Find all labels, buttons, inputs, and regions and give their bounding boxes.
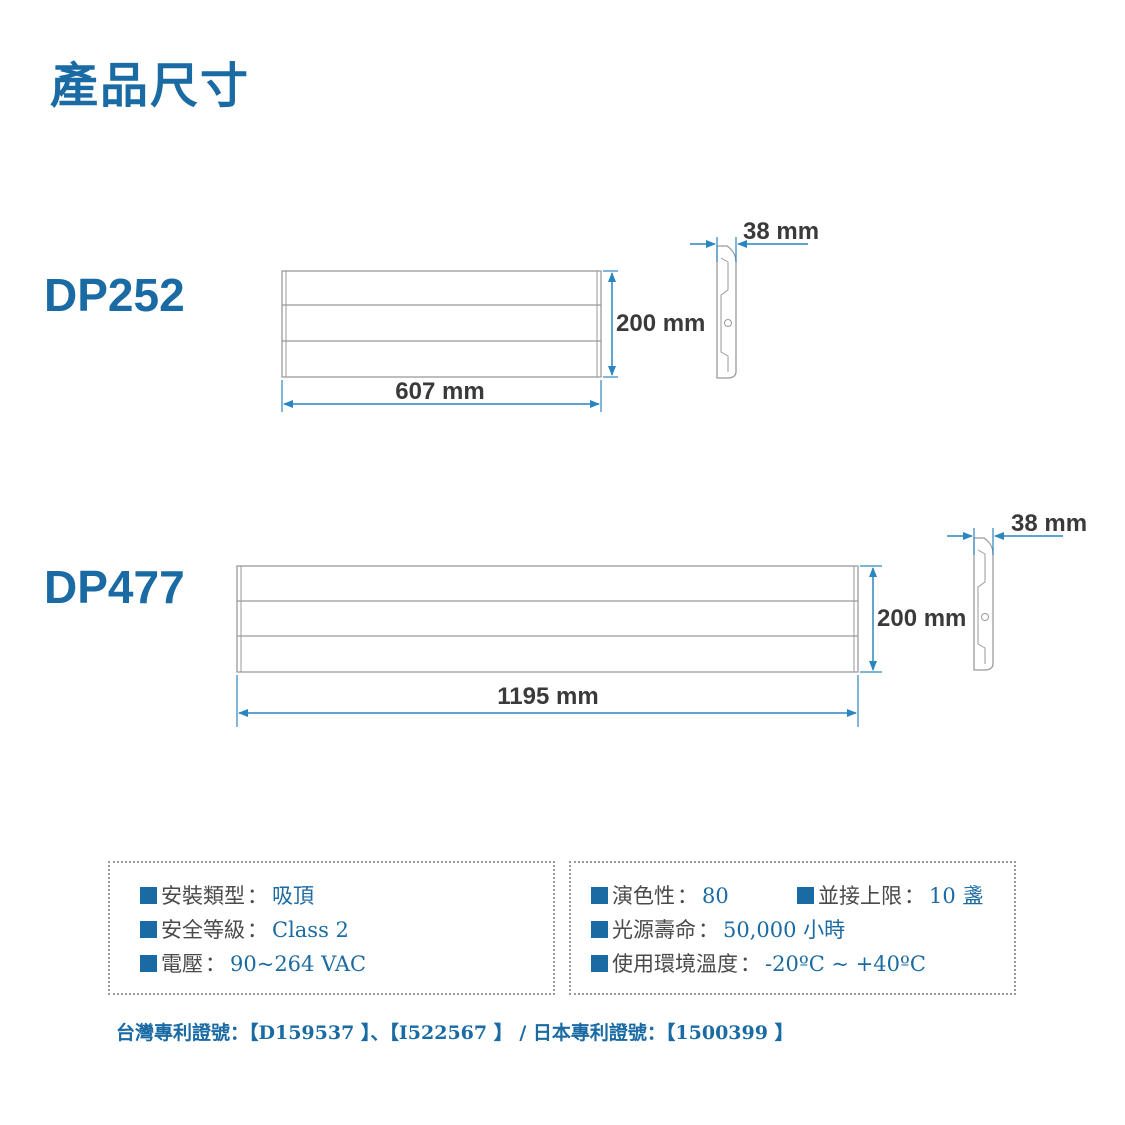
square-bullet-icon [797,887,814,904]
dp252-height-label: 200 mm [616,310,705,337]
dp477-depth-label: 38 mm [1011,510,1087,537]
patent-numbers: 台灣專利證號：【D159537 】、【I522567 】 / 日本專利證號：【1… [116,1022,794,1044]
spec-value: 10 盞 [929,884,984,908]
dp477-depth-dimension [947,528,1063,555]
dp252-depth-label: 38 mm [743,218,819,245]
spec-label: 安裝類型 [161,884,245,908]
spec-separator: ： [740,952,761,976]
dp477-length-label: 1195 mm [497,683,598,710]
spec-separator: ： [698,918,719,942]
spec-separator: ： [247,918,268,942]
dp252-fixture-front-view [281,270,602,378]
square-bullet-icon [140,887,157,904]
dp477-height-label: 200 mm [877,605,966,632]
model-name-dp477: DP477 [44,561,185,613]
spec-value: 50,000 小時 [723,918,846,942]
spec-separator: ： [677,884,698,908]
spec-label: 使用環境溫度 [612,952,738,976]
dp252-length-dimension [281,380,602,412]
spec-row-lifetime: 光源壽命：50,000 小時 [591,913,1014,947]
spec-row-cri: 演色性：80 並接上限：10 盞 [591,879,1014,913]
dp477-height-dimension [860,565,882,673]
spec-label: 並接上限 [818,884,902,908]
dp252-depth-dimension [690,237,808,262]
page-title: 產品尺寸 [50,58,251,114]
square-bullet-icon [591,921,608,938]
spec-box-left: 安裝類型：吸頂 安全等級：Class 2 電壓：90~264 VAC [108,861,555,995]
spec-separator: ： [904,884,925,908]
spec-value: 90~264 VAC [230,952,367,976]
spec-label: 光源壽命 [612,918,696,942]
spec-label: 演色性 [612,884,675,908]
spec-separator: ： [205,952,226,976]
spec-value: 80 [702,884,729,908]
dp477-fixture-front-view [236,565,859,673]
spec-row-install-type: 安裝類型：吸頂 [140,879,553,913]
dp477-length-dimension [236,675,859,727]
spec-label: 電壓 [161,952,203,976]
dp252-height-dimension [603,270,618,378]
dp477-side-profile [973,537,994,671]
spec-value: 吸頂 [272,884,314,908]
dp252-length-label: 607 mm [395,378,484,405]
model-name-dp252: DP252 [44,269,185,321]
spec-row-voltage: 電壓：90~264 VAC [140,947,553,981]
spec-row-safety-class: 安全等級：Class 2 [140,913,553,947]
spec-row-ambient-temperature: 使用環境溫度：-20ºC ~ +40ºC [591,947,1014,981]
spec-box-right: 演色性：80 並接上限：10 盞 光源壽命：50,000 小時 使用環境溫度：-… [569,861,1016,995]
square-bullet-icon [591,955,608,972]
spec-value: -20ºC ~ +40ºC [765,952,926,976]
spec-separator: ： [247,884,268,908]
dp252-side-profile [716,245,737,379]
dimension-drawings: 607 mm 200 mm 38 mm 1195 mm 200 mm [236,218,1087,727]
spec-value: Class 2 [272,918,349,942]
spec-label: 安全等級 [161,918,245,942]
square-bullet-icon [591,887,608,904]
spec-item-max-linked: 並接上限：10 盞 [797,879,983,913]
square-bullet-icon [140,955,157,972]
square-bullet-icon [140,921,157,938]
